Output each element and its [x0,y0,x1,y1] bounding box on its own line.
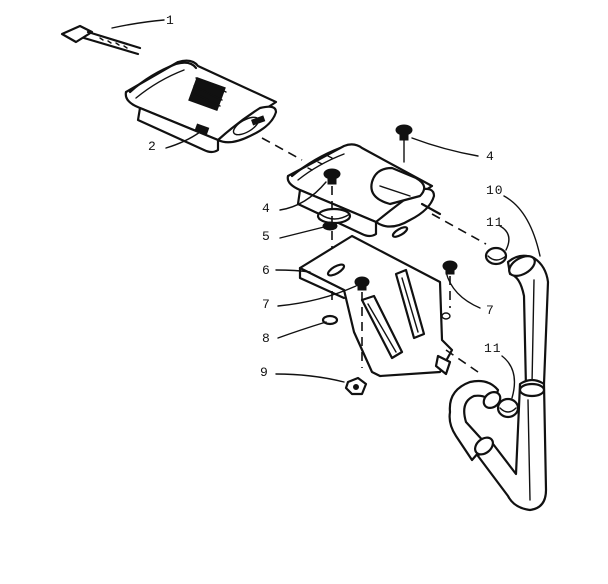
part-4-screw-top [395,124,413,163]
callout-4: 4 [262,201,271,216]
callout-2: 2 [148,139,157,154]
callout-11: 11 [484,341,502,356]
alignment-line-outlet [431,213,487,245]
callout-1: 1 [166,13,175,28]
alignment-line-bracket-tube [445,349,479,373]
callout-5: 5 [262,229,271,244]
part-7-screw-left [354,276,370,368]
part-2-housing [124,59,278,154]
leader-lines [111,19,541,399]
callout-10: 10 [486,183,504,198]
part-1-handle [60,24,142,56]
part-11-clamp-lower [496,397,520,419]
alignment-line-2-3 [261,137,303,161]
callout-9: 9 [260,365,269,380]
part-10-tube-lower [448,378,548,512]
callout-7: 7 [486,303,495,318]
callout-11: 11 [486,215,504,230]
valve-body [286,143,442,238]
part-7-screw-right [442,260,458,308]
callout-7: 7 [262,297,271,312]
callout-8: 8 [262,331,271,346]
part-11-clamp-upper [484,246,508,266]
part-5-washer [322,221,338,231]
part-9-nut [344,376,368,396]
part-6-bracket [298,226,454,378]
callout-6: 6 [262,263,271,278]
callout-4: 4 [486,149,495,164]
